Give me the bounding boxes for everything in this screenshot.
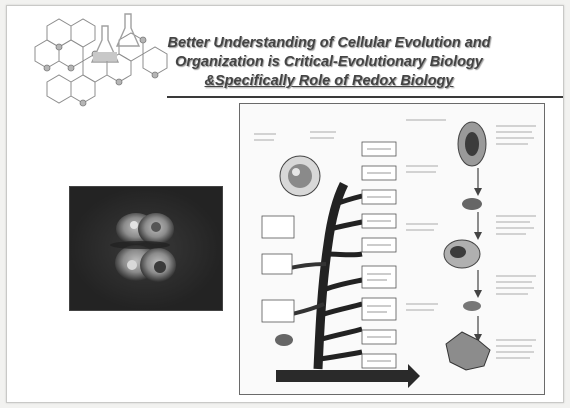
title-line-2-emphasis: Evolutionary Biology [338,54,483,70]
title-line-1: Better Understanding of Cellular Evoluti… [149,34,509,53]
slide: Better Understanding of Cellular Evoluti… [6,5,564,403]
microscopy-image [69,186,223,311]
title-line-3: &Specifically Role of Redox Biology [149,72,509,91]
slide-title: Better Understanding of Cellular Evoluti… [149,34,509,91]
title-line-2-plain: Organization is Critical- [175,54,338,70]
title-underline-rule [167,96,564,98]
evolution-figure [239,103,545,395]
